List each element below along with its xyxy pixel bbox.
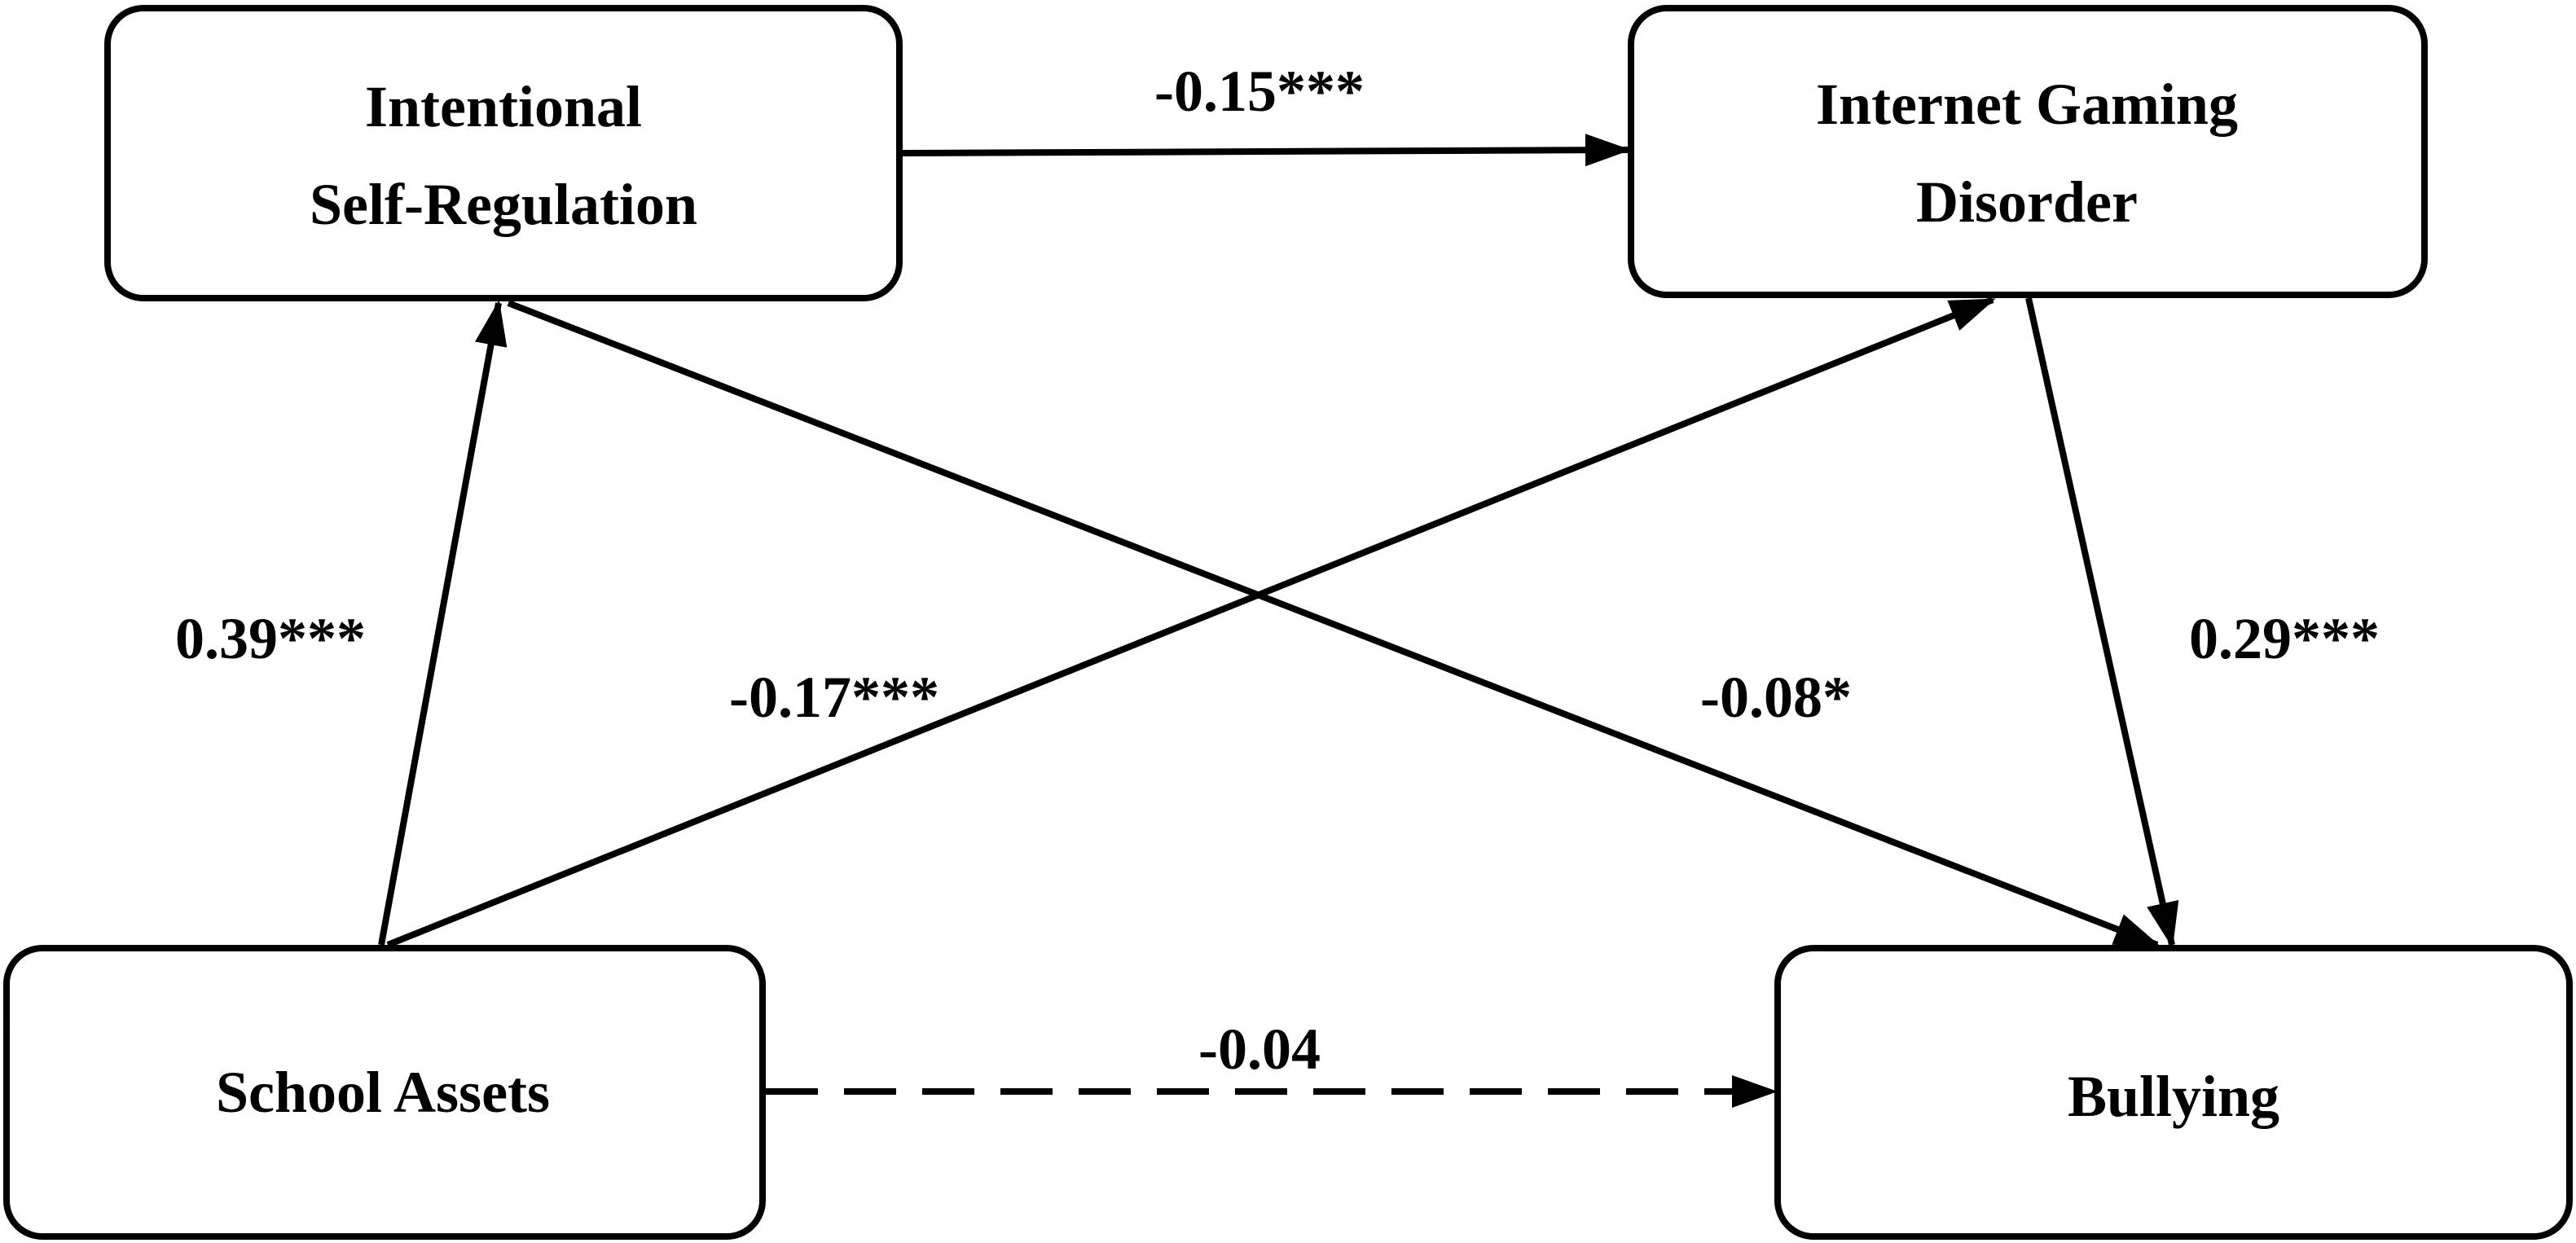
label-sa-to-bullying: -0.04 xyxy=(1198,1017,1321,1082)
edge-isr-to-bullying xyxy=(507,300,2161,948)
node-isr-line-2: Self-Regulation xyxy=(310,172,697,237)
node-intentional-self-regulation: Intentional Self-Regulation xyxy=(104,5,903,301)
node-internet-gaming-disorder: Internet Gaming Disorder xyxy=(1628,5,2428,298)
node-igd-line-2: Disorder xyxy=(1916,169,2138,235)
node-isr-line-1: Intentional xyxy=(365,74,642,139)
label-sa-to-igd: -0.17*** xyxy=(729,665,939,730)
edge-sa-to-igd xyxy=(386,296,1996,948)
label-isr-to-bullying: -0.08* xyxy=(1700,665,1852,730)
node-bullying-line-1: Bullying xyxy=(2068,1064,2279,1129)
node-sa-line-1: School Assets xyxy=(216,1060,550,1125)
edge-isr-to-igd xyxy=(900,134,1631,167)
node-bullying: Bullying xyxy=(1774,945,2573,1240)
label-igd-to-bullying: 0.29*** xyxy=(2189,606,2380,671)
edge-igd-to-bullying xyxy=(2025,297,2179,948)
label-sa-to-isr: 0.39*** xyxy=(175,606,366,671)
edge-sa-to-isr xyxy=(378,300,508,946)
label-isr-to-igd: -0.15*** xyxy=(1154,59,1365,124)
node-school-assets: School Assets xyxy=(3,945,766,1240)
node-igd-line-1: Internet Gaming xyxy=(1816,72,2238,137)
